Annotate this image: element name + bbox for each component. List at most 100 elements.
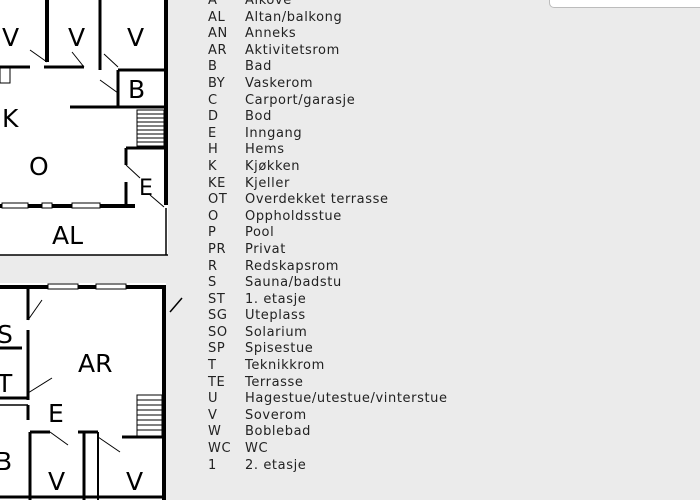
legend-row: OT Overdekket terrasse [208, 192, 448, 209]
legend-label: Altan/balkong [245, 9, 343, 25]
legend-code: S [208, 275, 217, 291]
lower-floor-plan [0, 283, 183, 500]
legend-label: Vaskerom [245, 75, 314, 91]
upper-floor-plan [0, 0, 168, 256]
legend-label: Anneks [245, 26, 297, 42]
room-label: O [29, 152, 49, 181]
room-label: K [2, 104, 19, 133]
legend-label: Bad [245, 59, 272, 75]
legend-row: AN Anneks [208, 26, 448, 43]
legend-label: Terrasse [245, 374, 304, 390]
legend-label: Kjøkken [245, 158, 301, 174]
room-label: V [48, 467, 65, 496]
legend-label: 2. etasje [245, 457, 307, 473]
legend-code: OT [208, 192, 228, 208]
room-label: V [127, 23, 144, 52]
legend-label: Sauna/badstu [245, 275, 342, 291]
legend-label: Hagestue/utestue/vinterstue [245, 391, 448, 407]
legend-label: Uteplass [245, 308, 306, 324]
legend-code: O [208, 208, 219, 224]
legend-row: R Redskapsrom [208, 259, 448, 276]
legend-row: SG Uteplass [208, 308, 448, 325]
legend-label: Carport/garasje [245, 92, 356, 108]
room-label: E [48, 399, 64, 428]
room-label: V [68, 23, 85, 52]
legend-row: AL Altan/balkong [208, 10, 448, 27]
legend-code: C [208, 92, 218, 108]
legend-code: K [208, 158, 218, 174]
legend-row: SO Solarium [208, 325, 448, 342]
legend-label: Oppholdsstue [245, 208, 342, 224]
legend-row: TE Terrasse [208, 375, 448, 392]
legend-label: Aktivitetsrom [245, 42, 340, 58]
legend-label: Hems [245, 142, 285, 158]
legend-code: W [208, 424, 222, 440]
legend-label: Overdekket terrasse [245, 192, 389, 208]
legend-row: C Carport/garasje [208, 93, 448, 110]
legend-code: E [208, 125, 217, 141]
legend-row: T Teknikkrom [208, 358, 448, 375]
legend-label: Privat [245, 241, 286, 257]
search-input[interactable] [549, 0, 700, 8]
legend-code: AR [208, 42, 228, 58]
legend-row: SP Spisestue [208, 341, 448, 358]
legend-code: BY [208, 75, 226, 91]
legend-row: V Soverom [208, 408, 448, 425]
legend-code: U [208, 391, 219, 407]
legend-code: P [208, 225, 217, 241]
legend-code: KE [208, 175, 226, 191]
room-label: AR [78, 349, 112, 378]
legend-code: SO [208, 324, 228, 340]
legend-label: Kjeller [245, 175, 290, 191]
legend-code: PR [208, 241, 227, 257]
legend-code: SG [208, 308, 228, 324]
legend-label: 1. etasje [245, 291, 307, 307]
legend-code: R [208, 258, 218, 274]
legend-label: Spisestue [245, 341, 314, 357]
legend-row: K Kjøkken [208, 159, 448, 176]
legend-row: S Sauna/badstu [208, 275, 448, 292]
legend-row: P Pool [208, 225, 448, 242]
legend-row: PR Privat [208, 242, 448, 259]
room-label: V [126, 467, 143, 496]
room-label: B [0, 447, 12, 476]
legend-code: A [208, 0, 218, 8]
legend-code: TE [208, 374, 226, 390]
floor-plan-drawing: V V V B K O E AL S T AR E B V V [0, 0, 183, 500]
legend-code: T [208, 358, 217, 374]
legend-label: Pool [245, 225, 275, 241]
legend-row: A Alkove [208, 0, 448, 10]
legend-code: V [208, 407, 218, 423]
room-label: V [2, 23, 19, 52]
legend-label: Redskapsrom [245, 258, 340, 274]
legend-row: KE Kjeller [208, 176, 448, 193]
room-label: AL [52, 221, 83, 250]
room-code-legend: A Alkove AL Altan/balkong AN Anneks AR Aktiv… [208, 0, 448, 474]
room-label: B [128, 75, 145, 104]
legend-code: D [208, 109, 219, 125]
legend-label: Alkove [245, 0, 292, 8]
legend-code: WC [208, 441, 232, 457]
legend-row: D Bod [208, 109, 448, 126]
legend-label: Soverom [245, 407, 307, 423]
legend-row: E Inngang [208, 126, 448, 143]
room-label: T [0, 369, 13, 398]
legend-code: AL [208, 9, 226, 25]
legend-row: B Bad [208, 59, 448, 76]
legend-label: Inngang [245, 125, 303, 141]
legend-code: AN [208, 26, 228, 42]
legend-code: B [208, 59, 218, 75]
legend-row: H Hems [208, 142, 448, 159]
legend-row: WC WC [208, 441, 448, 458]
room-label: S [0, 320, 13, 349]
room-label: E [139, 176, 153, 201]
legend-label: Teknikkrom [245, 358, 325, 374]
legend-label: Bod [245, 109, 272, 125]
legend-label: WC [245, 441, 269, 457]
legend-label: Solarium [245, 324, 308, 340]
legend-code: SP [208, 341, 226, 357]
legend-code: H [208, 142, 219, 158]
